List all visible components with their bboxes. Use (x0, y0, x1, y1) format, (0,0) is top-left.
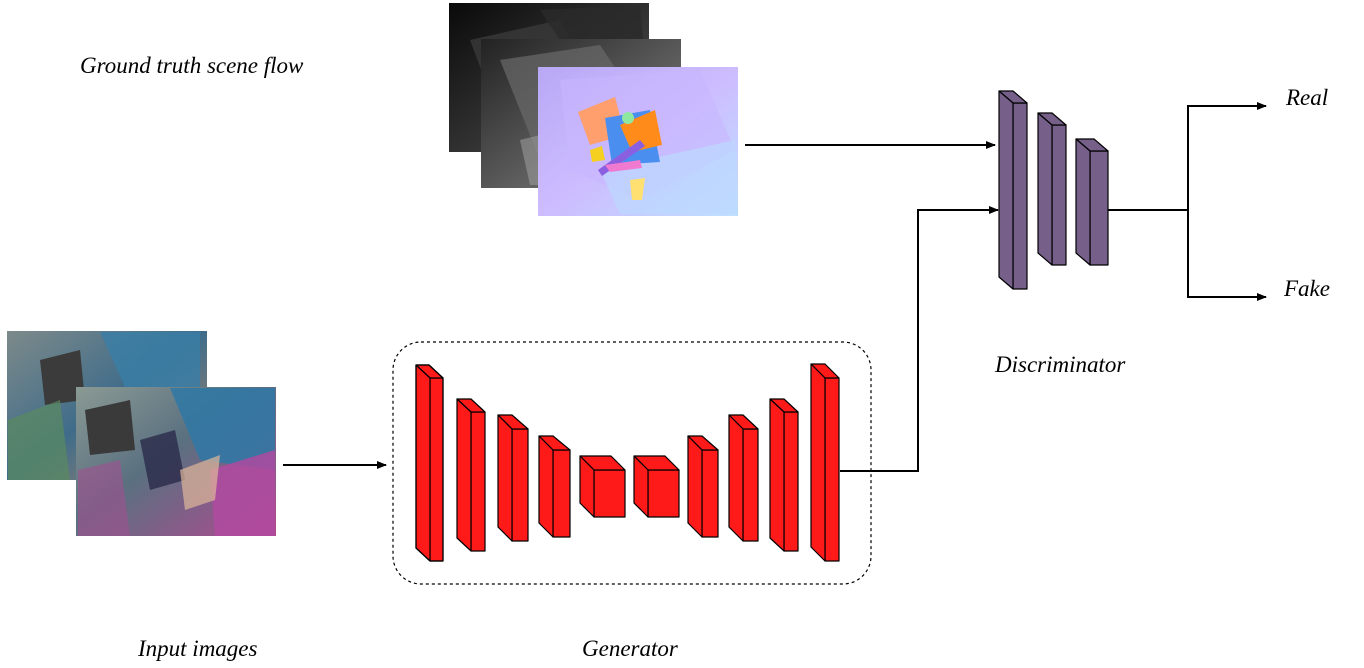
generator-block (633, 455, 680, 518)
real-output-arrow (1187, 102, 1267, 210)
ground-truth-label: Ground truth scene flow (80, 53, 304, 78)
input-image-front (76, 387, 276, 536)
generator-blocks (415, 363, 840, 562)
connectors (283, 102, 1267, 472)
discriminator-block (1037, 112, 1067, 266)
input-images-label: Input images (138, 636, 258, 661)
generator-to-discriminator-arrow (840, 206, 999, 472)
generator-block (538, 435, 571, 538)
generator-block (769, 398, 799, 552)
generator-block (728, 414, 759, 542)
fake-output-label: Fake (1284, 276, 1330, 301)
ground-truth-image-stack (449, 3, 738, 216)
generator-block (497, 414, 529, 542)
generator-block (456, 398, 486, 552)
fake-output-arrow (1187, 210, 1267, 301)
generator-container (392, 341, 872, 585)
discriminator-label: Discriminator (995, 352, 1126, 377)
input-image-stack (7, 331, 276, 536)
real-output-label: Real (1286, 85, 1329, 110)
generator-block (687, 435, 719, 538)
discriminator-blocks (998, 90, 1109, 290)
discriminator-block (1075, 138, 1109, 266)
generator-block (810, 363, 840, 562)
generator-block (415, 364, 444, 562)
discriminator-block (998, 90, 1028, 290)
generator-block (579, 455, 626, 518)
scene-flow-front (538, 67, 738, 216)
generator-label: Generator (582, 636, 678, 661)
